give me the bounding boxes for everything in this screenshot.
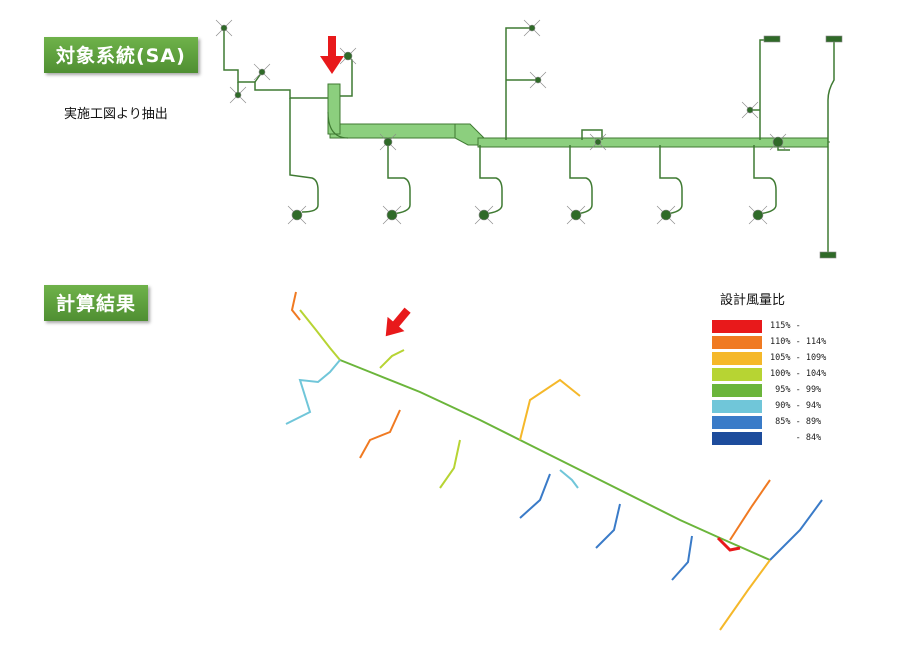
legend-swatch — [712, 351, 762, 365]
red-arrow-bottom — [385, 307, 411, 337]
legend-label: 105% - 109% — [770, 353, 827, 363]
legend-item: 100% - 104% — [712, 366, 852, 382]
diffusers — [215, 19, 843, 259]
section-title-calculation-result: 計算結果 — [44, 285, 149, 321]
legend-item: 95% - 99% — [712, 382, 852, 398]
legend-item: 110% - 114% — [712, 334, 852, 350]
riser-elbow — [327, 111, 349, 139]
lower-branches — [387, 140, 777, 215]
legend-item: 105% - 109% — [712, 350, 852, 366]
source-note: 実施工図より抽出 — [64, 107, 168, 122]
left-branch — [223, 28, 353, 213]
legend-swatch — [712, 431, 762, 445]
legend-swatch — [712, 399, 762, 413]
legend-label: 110% - 114% — [770, 337, 827, 347]
riser-duct — [327, 83, 341, 135]
legend-label: 95% - 99% — [770, 385, 822, 395]
legend-swatch — [712, 335, 762, 349]
legend-label: - 84% — [770, 433, 822, 443]
red-arrow-top — [320, 36, 344, 74]
legend-label: 115% - — [770, 321, 801, 331]
legend-item: 85% - 89% — [712, 414, 852, 430]
calc-result-diagram — [285, 291, 823, 631]
legend: 設計風量比 115% - 110% - 114% 105% - 109% 100% -… — [712, 289, 852, 446]
legend-swatch — [712, 415, 762, 429]
legend-item: 115% - — [712, 318, 852, 334]
legend-label: 90% - 94% — [770, 401, 822, 411]
upper-branches — [505, 27, 835, 255]
legend-item: 90% - 94% — [712, 398, 852, 414]
legend-item: - 84% — [712, 430, 852, 446]
legend-swatch — [712, 319, 762, 333]
legend-label: 100% - 104% — [770, 369, 827, 379]
legend-swatch — [712, 383, 762, 397]
legend-label: 85% - 89% — [770, 417, 822, 427]
section-title-target-system: 対象系統(SA) — [44, 37, 198, 73]
legend-title: 設計風量比 — [720, 293, 786, 308]
legend-swatch — [712, 367, 762, 381]
